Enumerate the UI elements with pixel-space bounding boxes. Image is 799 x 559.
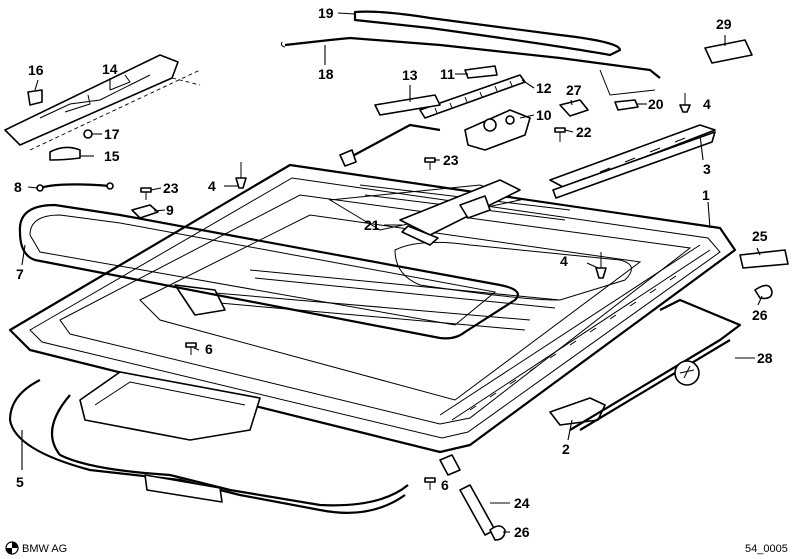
link-8 xyxy=(39,183,111,190)
seal-28 xyxy=(569,298,742,431)
screw-23-left xyxy=(140,187,152,200)
label-4-left: 4 xyxy=(208,178,216,194)
wind-deflector xyxy=(18,203,519,340)
label-29: 29 xyxy=(716,16,732,32)
label-19: 19 xyxy=(318,5,334,21)
slider-21 xyxy=(399,179,521,246)
label-13: 13 xyxy=(402,67,418,83)
label-6-bottom: 6 xyxy=(441,477,449,493)
cable-18 xyxy=(284,36,661,79)
guide-rail-3 xyxy=(549,124,716,199)
hose-25 xyxy=(739,249,789,269)
motor-10 xyxy=(464,109,531,151)
cables-5 xyxy=(8,379,409,514)
clip-26-right xyxy=(754,284,773,300)
label-6-middle: 6 xyxy=(205,341,213,357)
label-8: 8 xyxy=(14,179,22,195)
label-4-right: 4 xyxy=(703,96,711,112)
label-2: 2 xyxy=(562,441,570,457)
label-15: 15 xyxy=(104,148,120,164)
clip-27 xyxy=(559,99,589,117)
label-26-bottom: 26 xyxy=(514,524,530,540)
part-20 xyxy=(614,99,639,111)
screw-6-bottom xyxy=(424,477,436,490)
label-22: 22 xyxy=(576,124,592,140)
label-24: 24 xyxy=(514,495,530,511)
label-18: 18 xyxy=(318,66,334,82)
tube-24 xyxy=(459,484,496,536)
label-25: 25 xyxy=(752,228,768,244)
label-27: 27 xyxy=(566,82,582,98)
label-4-center: 4 xyxy=(560,253,568,269)
label-9: 9 xyxy=(166,202,174,218)
label-12: 12 xyxy=(536,80,552,96)
plate-13 xyxy=(374,94,441,116)
rivet-4-right xyxy=(679,93,691,113)
diagram-code: 54_0005 xyxy=(745,543,788,555)
label-20: 20 xyxy=(648,96,664,112)
mechanism-14 xyxy=(4,54,179,146)
seal-strip-19 xyxy=(353,10,622,57)
part-labels: 1 2 3 4 4 4 5 6 6 6 7 8 9 10 11 12 13 14… xyxy=(14,5,773,540)
label-23-upper: 23 xyxy=(443,152,459,168)
label-10: 10 xyxy=(536,107,552,123)
label-29 xyxy=(704,39,753,64)
label-3: 3 xyxy=(703,161,711,177)
label-16: 16 xyxy=(28,62,44,78)
label-14: 14 xyxy=(102,61,118,77)
cover-15 xyxy=(49,146,81,161)
screw-17 xyxy=(83,129,102,139)
screw-6-middle xyxy=(185,342,197,355)
screw-22 xyxy=(554,127,566,142)
label-7: 7 xyxy=(16,266,24,282)
label-23-left: 23 xyxy=(163,180,179,196)
rivet-4-left xyxy=(235,162,247,189)
rivet-4-center xyxy=(595,252,607,279)
part-16 xyxy=(27,89,43,106)
label-28: 28 xyxy=(757,350,773,366)
leader-lines xyxy=(21,12,763,533)
brand-text: BMW AG xyxy=(22,543,67,555)
screw-23-upper xyxy=(424,157,436,170)
clip-11 xyxy=(464,65,498,79)
clip-9 xyxy=(131,204,159,219)
label-21: 21 xyxy=(364,217,380,233)
label-11: 11 xyxy=(440,66,455,82)
label-1: 1 xyxy=(702,187,710,203)
label-5: 5 xyxy=(16,474,24,490)
clip-26-bottom xyxy=(489,525,506,541)
label-26-right: 26 xyxy=(752,307,768,323)
label-17: 17 xyxy=(104,126,120,142)
main-frame xyxy=(8,163,737,454)
bmw-logo xyxy=(5,541,19,555)
